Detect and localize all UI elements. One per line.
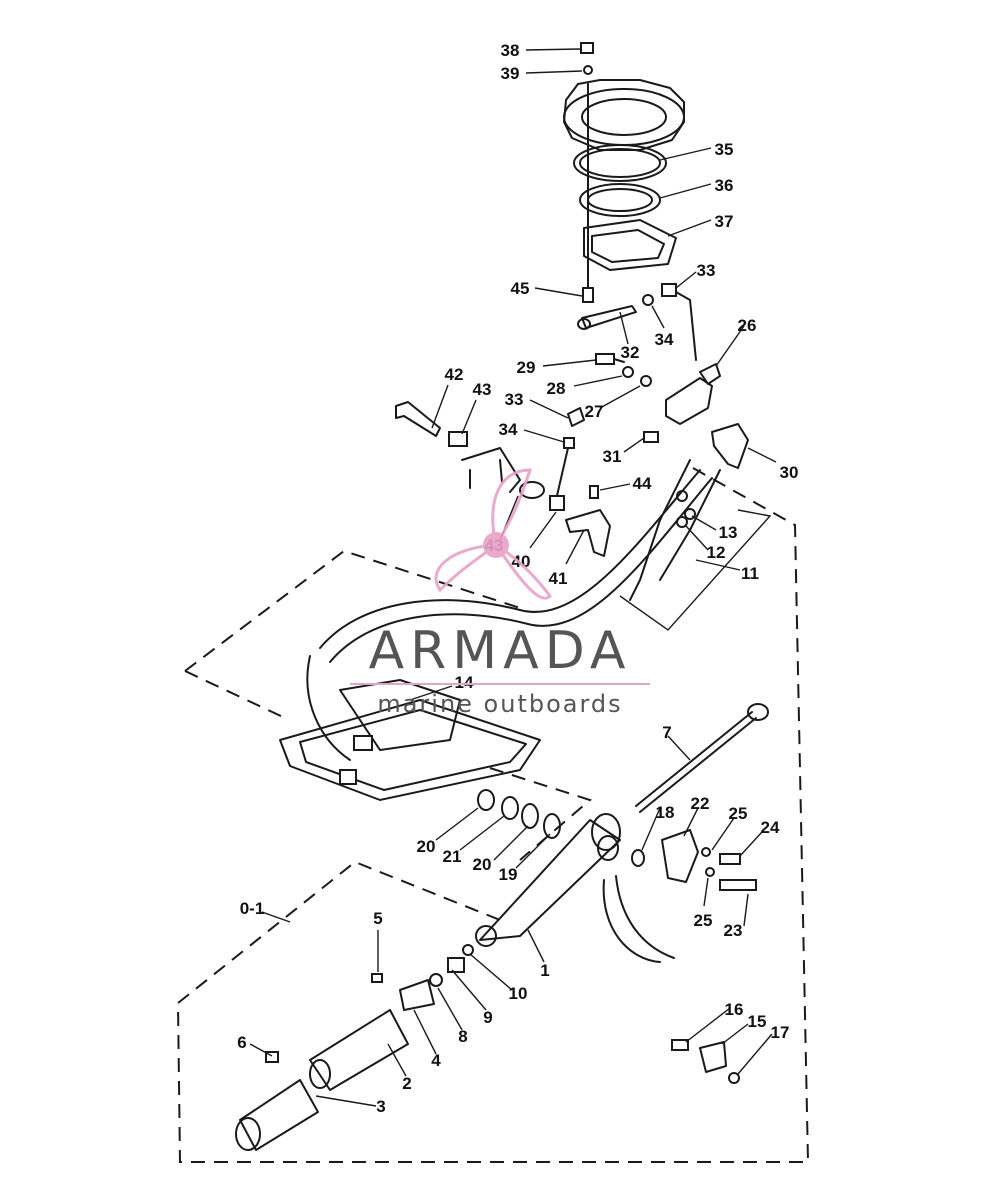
callout-28: 28 — [547, 379, 566, 398]
callout-37: 37 — [715, 212, 734, 231]
callout-15: 15 — [748, 1012, 767, 1031]
callout-43a: 43 — [473, 380, 492, 399]
callout-29: 29 — [517, 358, 536, 377]
callout-6: 6 — [237, 1033, 246, 1052]
callout-5: 5 — [373, 909, 382, 928]
callout-2: 2 — [402, 1074, 411, 1093]
tray-group-outline-left — [184, 670, 286, 719]
callout-42: 42 — [445, 365, 464, 384]
top-cover-assembly — [563, 42, 685, 271]
callout-34b: 34 — [499, 420, 518, 439]
callout-14: 14 — [455, 673, 474, 692]
callout-24: 24 — [761, 818, 780, 837]
callout-26: 26 — [738, 316, 757, 335]
callout-18: 18 — [656, 803, 675, 822]
lower-group-outline — [176, 467, 810, 1163]
callout-20a: 20 — [417, 837, 436, 856]
tiller-assembly — [235, 703, 769, 1151]
watermark-brand: ARMADA — [369, 621, 632, 681]
callout-27: 27 — [585, 402, 604, 421]
callout-31: 31 — [603, 447, 622, 466]
linkage-parts — [395, 83, 749, 601]
callout-23: 23 — [724, 921, 743, 940]
callout-4: 4 — [431, 1051, 441, 1070]
callout-3: 3 — [376, 1097, 385, 1116]
callout-34a: 34 — [655, 330, 674, 349]
callout-45: 45 — [511, 279, 530, 298]
propeller-logo-icon — [434, 468, 552, 600]
callout-9: 9 — [483, 1008, 492, 1027]
watermark-tagline: marine outboards — [377, 690, 622, 718]
callout-36: 36 — [715, 176, 734, 195]
callout-40: 40 — [512, 552, 531, 571]
callout-labels: 3839353637453334322629282733424334313044… — [237, 41, 798, 1116]
callout-21: 21 — [443, 847, 462, 866]
tray-group-outline-right — [489, 767, 593, 861]
callout-33b: 33 — [505, 390, 524, 409]
callout-10: 10 — [509, 984, 528, 1003]
callout-41: 41 — [549, 569, 568, 588]
callout-30: 30 — [780, 463, 799, 482]
armada-watermark: ARMADA marine outboards — [350, 468, 650, 718]
callout-25b: 25 — [694, 911, 713, 930]
callout-7: 7 — [662, 723, 671, 742]
callout-0-1: 0-1 — [240, 899, 265, 918]
callout-1: 1 — [540, 961, 549, 980]
callout-19: 19 — [499, 865, 518, 884]
callout-35: 35 — [715, 140, 734, 159]
leader-lines — [249, 48, 777, 1107]
callout-38: 38 — [501, 41, 520, 60]
callout-20b: 20 — [473, 855, 492, 874]
callout-11: 11 — [741, 564, 759, 583]
callout-39: 39 — [501, 64, 520, 83]
cable-and-tray — [279, 469, 713, 801]
callout-44: 44 — [633, 474, 652, 493]
callout-22: 22 — [691, 794, 710, 813]
callout-16: 16 — [725, 1000, 744, 1019]
callout-25a: 25 — [729, 804, 748, 823]
callout-8: 8 — [458, 1027, 467, 1046]
tray-group-outline-top — [184, 549, 521, 672]
callout-33a: 33 — [697, 261, 716, 280]
callout-13: 13 — [719, 523, 738, 542]
callout-32: 32 — [621, 343, 640, 362]
callout-17: 17 — [771, 1023, 790, 1042]
callout-12: 12 — [707, 543, 726, 562]
